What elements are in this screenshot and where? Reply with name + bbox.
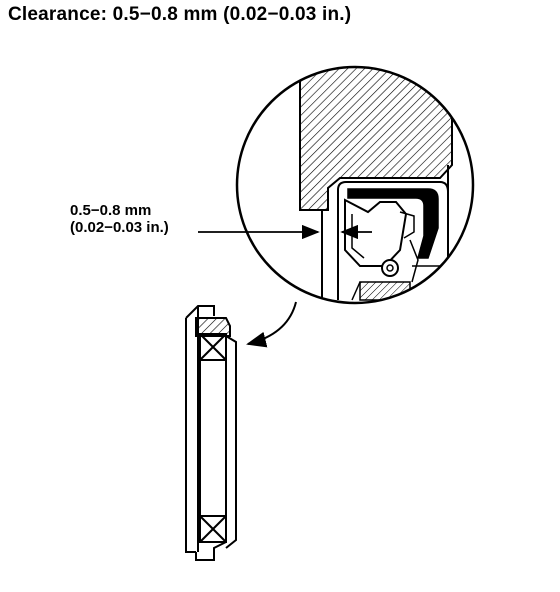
magnified-detail bbox=[235, 65, 475, 305]
lower-bearing-box bbox=[199, 515, 227, 543]
seal-top-section bbox=[195, 317, 231, 337]
seal-insert bbox=[347, 188, 439, 259]
upper-bearing-box bbox=[199, 333, 227, 361]
callout-inch: (0.02−0.03 in.) bbox=[70, 219, 169, 236]
housing-section bbox=[299, 67, 453, 211]
seal-side-view bbox=[185, 305, 237, 561]
clearance-title: Clearance: 0.5−0.8 mm (0.02−0.03 in.) bbox=[8, 4, 352, 25]
clearance-callout-label: 0.5−0.8 mm (0.02−0.03 in.) bbox=[70, 202, 169, 236]
detail-circle bbox=[235, 65, 475, 305]
callout-mm: 0.5−0.8 mm bbox=[70, 202, 152, 219]
detail-pointer-arrow bbox=[246, 301, 297, 348]
